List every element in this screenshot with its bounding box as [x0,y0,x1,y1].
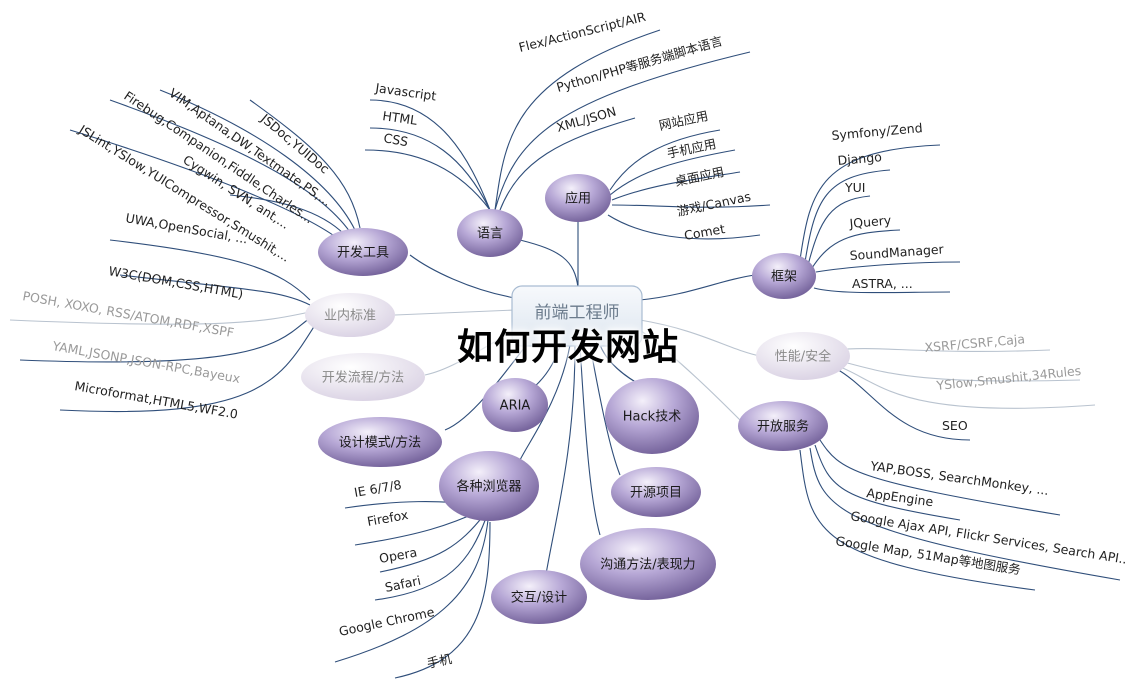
hack-node-label: Hack技术 [623,410,681,425]
design-pattern-node-label: 设计模式/方法 [339,435,421,451]
open-source-branch: 开源项目 [611,467,701,517]
interaction-node-label: 交互/设计 [511,590,567,606]
browsers-item-chrome: Google Chrome [338,604,436,639]
center-node[interactable]: 前端工程师 [511,285,643,347]
language-item-xml: XML/JSON [555,104,618,135]
app-item-mobile: 手机应用 [666,136,718,161]
standards-node-label: 业内标准 [324,308,376,324]
browsers-node-label: 各种浏览器 [456,479,521,495]
center-branches [394,220,761,581]
app-node-label: 应用 [565,191,591,207]
aria-node-label: ARIA [500,399,531,414]
framework-node[interactable] [752,253,816,299]
browsers-item-safari: Safari [384,573,423,595]
communication-branch: 沟通方法/表现力 [580,528,716,600]
framework-item-yui: YUI [844,180,865,195]
open-service-item-appengine: AppEngine [866,485,935,509]
communication-node[interactable] [580,528,716,600]
overlay-title: 如何开发网站 [456,327,679,368]
language-branch: Javascript HTML CSS Flex/ActionScript/AI… [364,9,751,257]
language-node[interactable] [457,209,523,257]
browsers-item-ie: IE 6/7/8 [353,477,403,500]
open-service-branch: YAP,BOSS, SearchMonkey, ... AppEngine Go… [738,401,1128,591]
framework-item-django: Django [837,149,882,168]
framework-item-jquery: JQuery [848,212,892,231]
standards-item-microformat: Microformat,HTML5,WF2.0 [73,378,239,422]
app-item-website: 网站应用 [658,108,710,133]
communication-node-label: 沟通方法/表现力 [600,557,695,573]
center-node-label: 前端工程师 [535,303,620,323]
language-item-html: HTML [382,108,419,128]
dev-tools-branch: JSDoc,YUIDoc VIM,Aptana,DW,Textmate,PS,.… [69,85,408,276]
framework-item-symfony: Symfony/Zend [831,120,923,143]
browsers-item-opera: Opera [378,545,418,566]
language-item-javascript: Javascript [374,80,438,104]
framework-node-label: 框架 [771,270,797,285]
open-source-node[interactable] [611,467,701,517]
language-node-label: 语言 [477,227,503,242]
browsers-node[interactable] [439,451,539,521]
framework-item-soundmanager: SoundManager [849,241,945,263]
dev-tools-node-label: 开发工具 [337,245,389,261]
standards-item-w3c: W3C(DOM,CSS,HTML) [107,263,244,301]
aria-branch: ARIA [482,378,548,432]
dev-process-branch: 开发流程/方法 [301,353,425,401]
performance-item-seo: SEO [942,418,968,433]
browsers-item-mobile: 手机 [426,651,454,671]
interaction-branch: 交互/设计 [491,570,587,624]
language-item-python: Python/PHP等服务端脚本语言 [555,33,725,95]
aria-node[interactable] [482,378,548,432]
hack-node[interactable] [605,378,699,454]
framework-branch: Symfony/Zend Django YUI JQuery SoundMana… [752,120,961,299]
dev-tools-node[interactable] [318,228,408,276]
interaction-node[interactable] [491,570,587,624]
language-item-flex: Flex/ActionScript/AIR [517,9,647,55]
dev-process-node-label: 开发流程/方法 [322,370,404,386]
framework-item-astra: ASTRA, ... [852,276,913,291]
browsers-branch: IE 6/7/8 Firefox Opera Safari Google Chr… [334,451,539,679]
standards-node[interactable] [305,293,395,337]
performance-node[interactable] [756,332,850,380]
design-pattern-branch: 设计模式/方法 [318,417,442,467]
open-source-node-label: 开源项目 [630,486,682,501]
language-item-css: CSS [382,130,409,149]
app-branch: 网站应用 手机应用 桌面应用 游戏/Canvas Comet 应用 [545,108,771,243]
app-item-desktop: 桌面应用 [674,164,726,189]
hack-branch: Hack技术 [605,378,699,454]
app-node[interactable] [545,174,611,222]
dev-process-node[interactable] [301,353,425,401]
performance-node-label: 性能/安全 [775,349,831,365]
open-service-node[interactable] [738,401,828,451]
browsers-item-firefox: Firefox [366,507,409,529]
app-item-game: 游戏/Canvas [676,189,753,219]
open-service-node-label: 开放服务 [757,419,809,435]
app-item-comet: Comet [683,221,726,243]
design-pattern-node[interactable] [318,417,442,467]
